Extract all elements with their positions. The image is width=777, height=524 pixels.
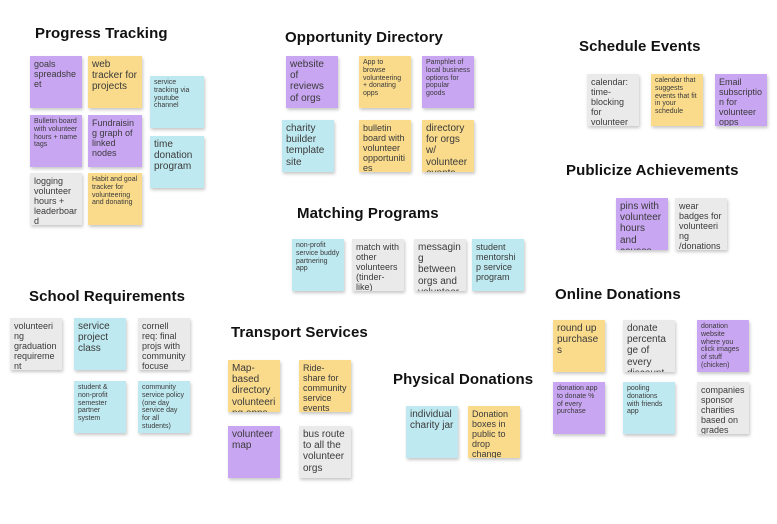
sticky-note[interactable]: directory for orgs w/ volunteer events: [422, 120, 474, 172]
sticky-note[interactable]: volunteering graduation requirement: [10, 318, 62, 370]
sticky-note[interactable]: Email subscription for volunteer opps: [715, 74, 767, 126]
sticky-note[interactable]: website of reviews of orgs: [286, 56, 338, 108]
sticky-note[interactable]: companies sponsor charities based on gra…: [697, 382, 749, 434]
sticky-note[interactable]: wear badges for volunteering /donations: [675, 198, 727, 250]
sticky-note[interactable]: donation app to donate % of every purcha…: [553, 382, 605, 434]
sticky-note[interactable]: charity builder template site: [282, 120, 334, 172]
sticky-note[interactable]: web tracker for projects: [88, 56, 142, 108]
sticky-note[interactable]: Donation boxes in public to drop change: [468, 406, 520, 458]
sticky-note[interactable]: student mentorship service program: [472, 239, 524, 291]
group-heading-school-requirements: School Requirements: [29, 288, 186, 305]
sticky-note[interactable]: cornell req: final projs with community …: [138, 318, 190, 370]
group-heading-online-donations: Online Donations: [555, 286, 681, 303]
sticky-note[interactable]: App to browse volunteering + donating op…: [359, 56, 411, 108]
sticky-note[interactable]: non-profit service buddy partnering app: [292, 239, 344, 291]
sticky-note[interactable]: round up purchases: [553, 320, 605, 372]
group-heading-matching-programs: Matching Programs: [297, 205, 439, 222]
group-heading-physical-donations: Physical Donations: [393, 371, 534, 388]
sticky-note[interactable]: messaging between orgs and volunteers: [414, 239, 466, 291]
sticky-note[interactable]: Habit and goal tracker for volunteering …: [88, 173, 142, 225]
group-heading-transport-services: Transport Services: [231, 324, 368, 341]
sticky-note[interactable]: Fundraising graph of linked nodes: [88, 115, 142, 167]
sticky-note[interactable]: donate percentage of every discount: [623, 320, 675, 372]
sticky-note[interactable]: bus route to all the volunteer orgs: [299, 426, 351, 478]
sticky-note[interactable]: community service policy (one day servic…: [138, 381, 190, 433]
group-heading-opportunity-directory: Opportunity Directory: [285, 29, 443, 46]
sticky-note[interactable]: time donation program: [150, 136, 204, 188]
sticky-note[interactable]: goals spreadsheet: [30, 56, 82, 108]
group-heading-progress-tracking: Progress Tracking: [35, 25, 168, 42]
sticky-note[interactable]: bulletin board with volunteer opportunit…: [359, 120, 411, 172]
sticky-note[interactable]: Pamphlet of local business options for p…: [422, 56, 474, 108]
sticky-note[interactable]: service tracking via youtube channel: [150, 76, 204, 128]
sticky-note[interactable]: Ride-share for community service events: [299, 360, 351, 412]
sticky-note[interactable]: match with other volunteers (tinder-like…: [352, 239, 404, 291]
group-heading-publicize-achievements: Publicize Achievements: [566, 162, 739, 179]
sticky-note[interactable]: donation website where you click images …: [697, 320, 749, 372]
sticky-note[interactable]: pooling donations with friends app: [623, 382, 675, 434]
sticky-note[interactable]: student & non-profit semester partner sy…: [74, 381, 126, 433]
sticky-note[interactable]: Map-based directory volunteering opps: [228, 360, 280, 412]
sticky-note[interactable]: volunteer map: [228, 426, 280, 478]
group-heading-schedule-events: Schedule Events: [579, 38, 701, 55]
sticky-note[interactable]: logging volunteer hours + leaderboard: [30, 173, 82, 225]
sticky-note[interactable]: calendar: time-blocking for volunteer ev…: [587, 74, 639, 126]
sticky-note[interactable]: service project class: [74, 318, 126, 370]
sticky-note[interactable]: calendar that suggests events that fit i…: [651, 74, 703, 126]
sticky-note[interactable]: individual charity jar: [406, 406, 458, 458]
sticky-note[interactable]: Bulletin board with volunteer hours + na…: [30, 115, 82, 167]
sticky-note[interactable]: pins with volunteer hours and causes: [616, 198, 668, 250]
